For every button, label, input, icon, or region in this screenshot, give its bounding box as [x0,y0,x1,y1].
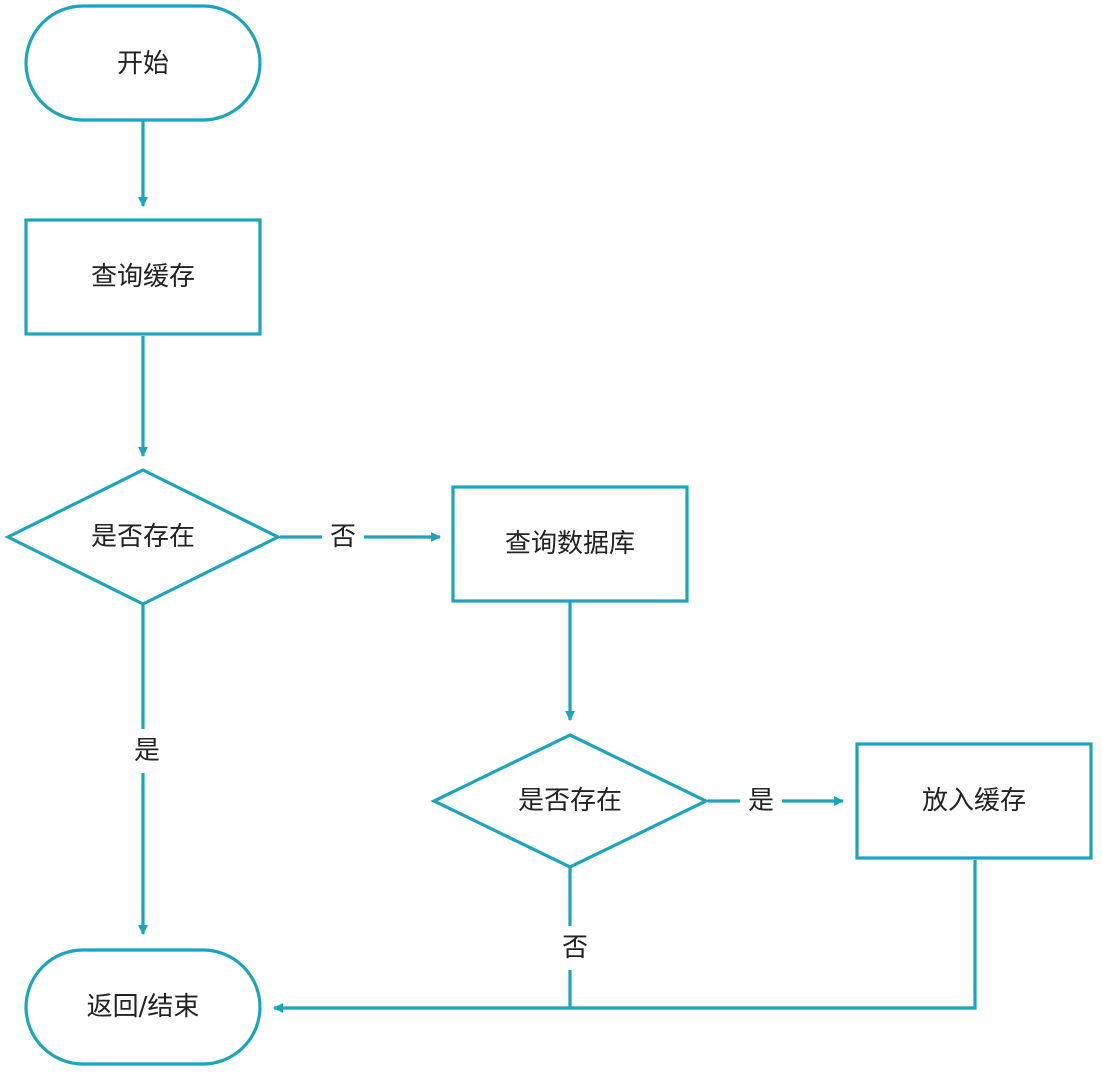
node-start: 开始 [24,4,262,122]
edge-label-check-1-no: 否 [330,522,356,552]
node-check-exists-1-label: 是否存在 [91,522,195,552]
node-query-db-label: 查询数据库 [505,529,635,559]
node-query-db: 查询数据库 [451,485,689,603]
node-end-label: 返回/结束 [87,992,200,1022]
edge-label-check-2-no: 否 [562,933,588,963]
edge-put-cache-to-end [273,860,977,1013]
node-query-cache-label: 查询缓存 [91,262,195,292]
edge-labels: 否 是 是 否 [126,517,782,970]
node-put-cache-label: 放入缓存 [922,786,1026,816]
node-start-label: 开始 [117,49,169,79]
node-check-exists-2: 是否存在 [430,733,710,869]
node-check-exists-1: 是否存在 [4,468,282,606]
nodes: 开始 查询缓存 是否存在 查询数据库 是否存在 放入缓存 返回/结束 [4,4,1093,1066]
edge-label-check-1-yes: 是 [134,736,160,766]
edge-label-check-2-yes: 是 [748,786,774,816]
node-end: 返回/结束 [24,948,262,1066]
node-check-exists-2-label: 是否存在 [518,786,622,816]
node-put-cache: 放入缓存 [855,742,1093,860]
node-query-cache: 查询缓存 [24,218,262,336]
